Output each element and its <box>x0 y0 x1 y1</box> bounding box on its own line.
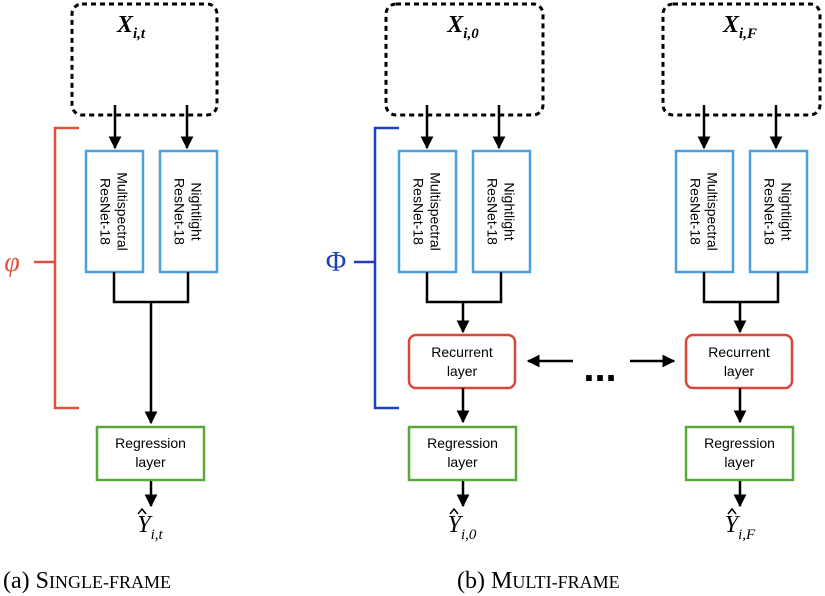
frame0-regression-box <box>407 425 518 482</box>
frameF-output-hat <box>727 507 737 515</box>
frameF-recurrent-box <box>684 333 794 390</box>
frameF-resnet-multispectral-box <box>674 149 735 274</box>
frame0-input-box <box>384 2 545 117</box>
single-merge-connector <box>112 272 190 304</box>
multi-frame-0: Xi,0 MultispectralResNet-18 NightlightRe… <box>384 2 545 543</box>
Phi-symbol: Φ <box>326 247 346 278</box>
single-caption: (a) SINGLE-FRAME <box>3 568 171 594</box>
phi-symbol: φ <box>4 247 20 278</box>
single-resnet-nightlight-label: NightlightResNet-18 <box>172 178 205 245</box>
frame0-resnet-multispectral-label: MultispectralResNet-18 <box>411 172 444 251</box>
single-resnet-nightlight-box <box>158 149 219 274</box>
frameF-input-label: Xi,F <box>722 12 757 42</box>
single-regression-box <box>95 425 206 482</box>
single-output-hat <box>137 507 147 515</box>
frameF-input-box <box>661 2 822 117</box>
phi-bracket <box>53 126 79 410</box>
frameF-resnet-nightlight-box <box>748 149 809 274</box>
single-output-label: Yi,t <box>137 512 163 543</box>
frameF-regression-box <box>684 425 795 482</box>
single-resnet-multispectral-label: MultispectralResNet-18 <box>98 172 131 251</box>
frame0-recurrent-box <box>407 333 517 390</box>
single-resnet-multispectral-box <box>84 149 145 274</box>
frame0-merge-connector <box>425 272 503 304</box>
frame0-input-label: Xi,0 <box>446 12 479 42</box>
single-frame-panel: Xi,t MultispectralResNet-18 NightlightRe… <box>3 2 219 594</box>
single-input-label: Xi,t <box>116 12 146 42</box>
single-input-box <box>70 2 219 117</box>
frameF-resnet-multispectral-label: MultispectralResNet-18 <box>688 172 721 251</box>
multi-frame-F: Xi,F MultispectralResNet-18 NightlightRe… <box>661 2 822 543</box>
Phi-bracket <box>373 126 399 410</box>
frame0-output-label: Yi,0 <box>448 512 477 543</box>
frameF-merge-connector <box>702 272 780 304</box>
frame0-output-hat <box>449 507 459 515</box>
frame0-resnet-multispectral-box <box>397 149 458 274</box>
multi-frame-panel: Φ Xi,0 MultispectralResNet-18 Nightlight… <box>326 2 822 594</box>
frameF-resnet-nightlight-label: NightlightResNet-18 <box>762 178 795 245</box>
frame0-resnet-nightlight-box <box>471 149 532 274</box>
frame0-resnet-nightlight-label: NightlightResNet-18 <box>485 178 518 245</box>
recurrent-ellipsis: ... <box>583 346 616 390</box>
multi-caption: (b) MULTI-FRAME <box>457 568 620 594</box>
frameF-output-label: Yi,F <box>725 512 756 543</box>
